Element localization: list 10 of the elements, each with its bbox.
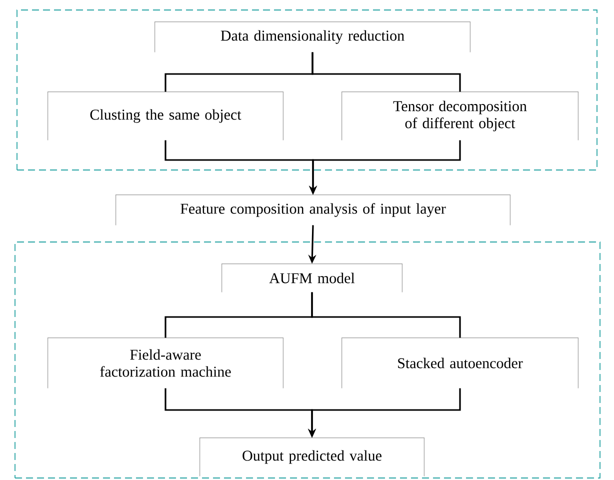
dashed-group-frame — [16, 10, 598, 170]
process-box: Data dimensionality reduction — [154, 22, 470, 52]
dashed-group-frame — [14, 242, 600, 478]
process-box: Field-aware factorization machine — [48, 338, 284, 388]
process-box: Tensor decomposition of different object — [342, 92, 578, 140]
process-box: Output predicted value — [200, 438, 424, 476]
process-box: Stacked autoencoder — [342, 338, 578, 388]
process-box: AUFM model — [222, 264, 402, 292]
process-box: Feature composition analysis of input layer — [116, 194, 510, 226]
process-box: Clusting the same object — [48, 92, 284, 140]
